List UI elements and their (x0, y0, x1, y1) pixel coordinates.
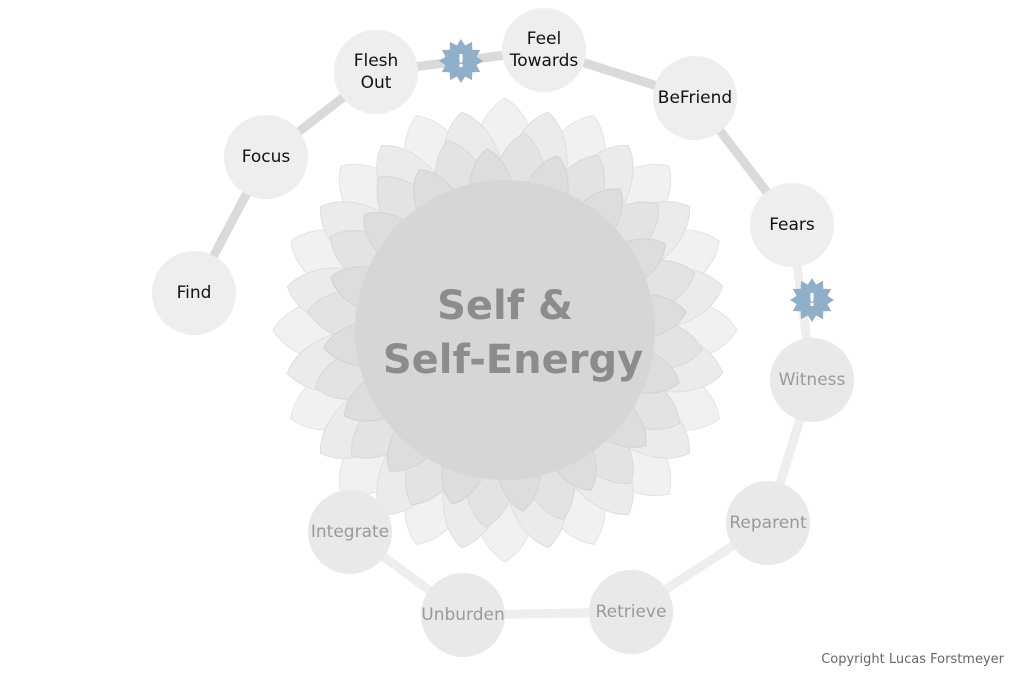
step-circle (653, 56, 737, 140)
starburst-shape (439, 39, 483, 83)
step-node-retrieve[interactable]: Retrieve (589, 570, 673, 654)
step-node-reparent[interactable]: Reparent (726, 481, 810, 565)
step-circle (421, 573, 505, 657)
step-circle (334, 30, 418, 114)
step-node-befriend[interactable]: BeFriend (653, 56, 737, 140)
center-title: Self & Self-Energy (383, 283, 643, 383)
step-label: Find (177, 283, 212, 303)
step-circle (224, 115, 308, 199)
step-circle (770, 338, 854, 422)
step-label: Retrieve (596, 602, 667, 622)
step-circle (308, 490, 392, 574)
step-label: Fears (769, 215, 815, 235)
step-label: Integrate (311, 522, 389, 542)
step-circle (152, 251, 236, 335)
step-node-unburden[interactable]: Unburden (421, 573, 505, 657)
lotus-core (355, 180, 655, 480)
step-label: Flesh (354, 51, 399, 71)
step-node-witness[interactable]: Witness (770, 338, 854, 422)
step-label: Focus (242, 147, 291, 167)
step-label: Feel (527, 29, 562, 49)
step-node-find[interactable]: Find (152, 251, 236, 335)
step-node-fears[interactable]: Fears (750, 183, 834, 267)
starburst-shape (790, 278, 834, 322)
copyright-notice: Copyright Lucas Forstmeyer (821, 652, 1004, 667)
step-label: Towards (509, 51, 579, 71)
step-node-integrate[interactable]: Integrate (308, 490, 392, 574)
step-label: Unburden (421, 605, 505, 625)
lotus-background (272, 97, 738, 563)
step-circle (589, 570, 673, 654)
exclamation-symbol: ! (457, 51, 465, 72)
warning-badge-icon: ! (439, 39, 483, 83)
step-node-focus[interactable]: Focus (224, 115, 308, 199)
warning-badge-icon: ! (790, 278, 834, 322)
step-label: BeFriend (658, 88, 732, 108)
step-label: Witness (779, 370, 846, 390)
step-label: Out (361, 73, 392, 93)
step-circle (726, 481, 810, 565)
step-circle (502, 8, 586, 92)
exclamation-symbol: ! (808, 290, 816, 311)
center-title-line1: Self & (437, 283, 573, 329)
step-label: Reparent (729, 513, 807, 533)
center-title-line2: Self-Energy (383, 337, 643, 383)
step-circle (750, 183, 834, 267)
